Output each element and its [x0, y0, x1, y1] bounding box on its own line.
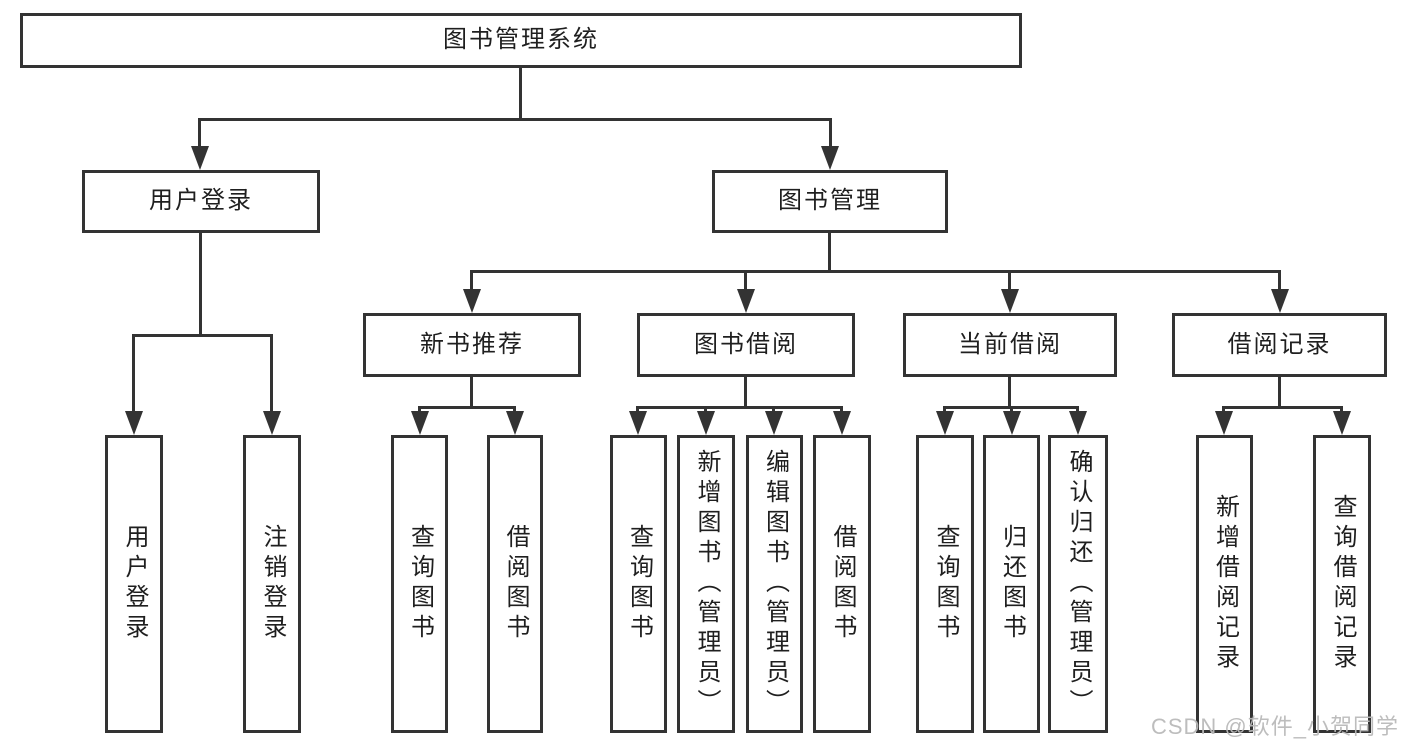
node-current-borrow: 当前借阅 — [903, 313, 1117, 377]
leaf-current-return-books: 归还图书 — [983, 435, 1040, 733]
arrow-down-icon — [1069, 411, 1087, 435]
leaf-borrow-add-books-admin-label: 新增图书（管理员） — [693, 449, 720, 719]
connector-line — [1222, 406, 1225, 411]
node-borrow-record: 借阅记录 — [1172, 313, 1387, 377]
leaf-user-login-label: 用户登录 — [121, 524, 148, 644]
connector-line — [519, 68, 522, 118]
connector-line — [470, 270, 1281, 273]
arrow-down-icon — [1333, 411, 1351, 435]
csdn-watermark: CSDN @软件_小贺同学 — [1150, 714, 1399, 739]
node-user-login: 用户登录 — [82, 170, 320, 233]
arrow-down-icon — [463, 289, 481, 313]
arrow-down-icon — [125, 411, 143, 435]
leaf-record-add-borrow-record: 新增借阅记录 — [1196, 435, 1253, 733]
leaf-borrow-borrow-books-label: 借阅图书 — [829, 524, 856, 644]
connector-line — [418, 406, 516, 409]
node-borrow-record-label: 借阅记录 — [1227, 330, 1332, 358]
connector-line — [828, 233, 831, 270]
leaf-borrow-edit-books-admin: 编辑图书（管理员） — [746, 435, 803, 733]
node-book-management-label: 图书管理 — [778, 187, 882, 215]
connector-line — [198, 118, 832, 121]
arrow-down-icon — [506, 411, 524, 435]
connector-line — [704, 406, 707, 411]
leaf-borrow-edit-books-admin-label: 编辑图书（管理员） — [761, 449, 789, 719]
connector-line — [513, 406, 516, 411]
leaf-current-return-books-label: 归还图书 — [998, 524, 1026, 644]
connector-line — [772, 406, 775, 411]
leaf-user-login: 用户登录 — [105, 435, 163, 733]
leaf-borrow-query-books: 查询图书 — [610, 435, 667, 733]
leaf-record-add-borrow-record-label: 新增借阅记录 — [1211, 494, 1239, 674]
connector-line — [132, 334, 135, 411]
arrow-down-icon — [1003, 411, 1021, 435]
node-library-system-label: 图书管理系统 — [443, 26, 599, 54]
leaf-current-query-books: 查询图书 — [916, 435, 974, 733]
connector-line — [1076, 406, 1079, 411]
arrow-down-icon — [411, 411, 429, 435]
arrow-down-icon — [737, 289, 755, 313]
connector-line — [636, 406, 639, 411]
connector-line — [1008, 377, 1011, 406]
arrow-down-icon — [833, 411, 851, 435]
arrow-down-icon — [697, 411, 715, 435]
connector-line — [1340, 406, 1343, 411]
connector-line — [270, 334, 273, 411]
node-book-borrow: 图书借阅 — [637, 313, 855, 377]
leaf-record-query-borrow-record-label: 查询借阅记录 — [1329, 494, 1356, 674]
node-user-login-label: 用户登录 — [149, 187, 253, 215]
leaf-logout: 注销登录 — [243, 435, 301, 733]
arrow-down-icon — [765, 411, 783, 435]
arrow-down-icon — [1271, 289, 1289, 313]
leaf-current-confirm-return-admin-label: 确认归还（管理员） — [1065, 449, 1092, 719]
arrow-down-icon — [191, 146, 209, 170]
connector-line — [1010, 406, 1013, 411]
node-current-borrow-label: 当前借阅 — [958, 330, 1062, 358]
connector-line — [132, 334, 273, 337]
connector-line — [840, 406, 843, 411]
arrow-down-icon — [821, 146, 839, 170]
node-new-book-recommend-label: 新书推荐 — [420, 330, 524, 358]
leaf-borrow-query-books-label: 查询图书 — [625, 524, 653, 644]
connector-line — [1278, 270, 1281, 289]
connector-line — [943, 406, 946, 411]
leaf-newbook-borrow-books-label: 借阅图书 — [502, 524, 529, 644]
leaf-logout-label: 注销登录 — [259, 524, 286, 644]
leaf-borrow-borrow-books: 借阅图书 — [813, 435, 871, 733]
connector-line — [198, 118, 201, 146]
leaf-record-query-borrow-record: 查询借阅记录 — [1313, 435, 1371, 733]
connector-line — [470, 377, 473, 406]
connector-line — [1278, 377, 1281, 406]
arrow-down-icon — [936, 411, 954, 435]
connector-line — [636, 406, 843, 409]
connector-line — [744, 377, 747, 406]
leaf-newbook-query-books: 查询图书 — [391, 435, 448, 733]
leaf-newbook-borrow-books: 借阅图书 — [487, 435, 543, 733]
connector-line — [418, 406, 421, 411]
node-new-book-recommend: 新书推荐 — [363, 313, 581, 377]
leaf-borrow-add-books-admin: 新增图书（管理员） — [677, 435, 735, 733]
node-library-system: 图书管理系统 — [20, 13, 1022, 68]
arrow-down-icon — [1215, 411, 1233, 435]
leaf-newbook-query-books-label: 查询图书 — [406, 524, 434, 644]
arrow-down-icon — [1001, 289, 1019, 313]
connector-line — [829, 118, 832, 146]
connector-line — [1222, 406, 1343, 409]
connector-line — [470, 270, 473, 289]
node-book-borrow-label: 图书借阅 — [694, 330, 798, 358]
arrow-down-icon — [629, 411, 647, 435]
connector-line — [1008, 270, 1011, 289]
leaf-current-query-books-label: 查询图书 — [932, 524, 959, 644]
node-book-management: 图书管理 — [712, 170, 948, 233]
connector-line — [199, 233, 202, 334]
arrow-down-icon — [263, 411, 281, 435]
leaf-current-confirm-return-admin: 确认归还（管理员） — [1048, 435, 1108, 733]
connector-line — [744, 270, 747, 289]
